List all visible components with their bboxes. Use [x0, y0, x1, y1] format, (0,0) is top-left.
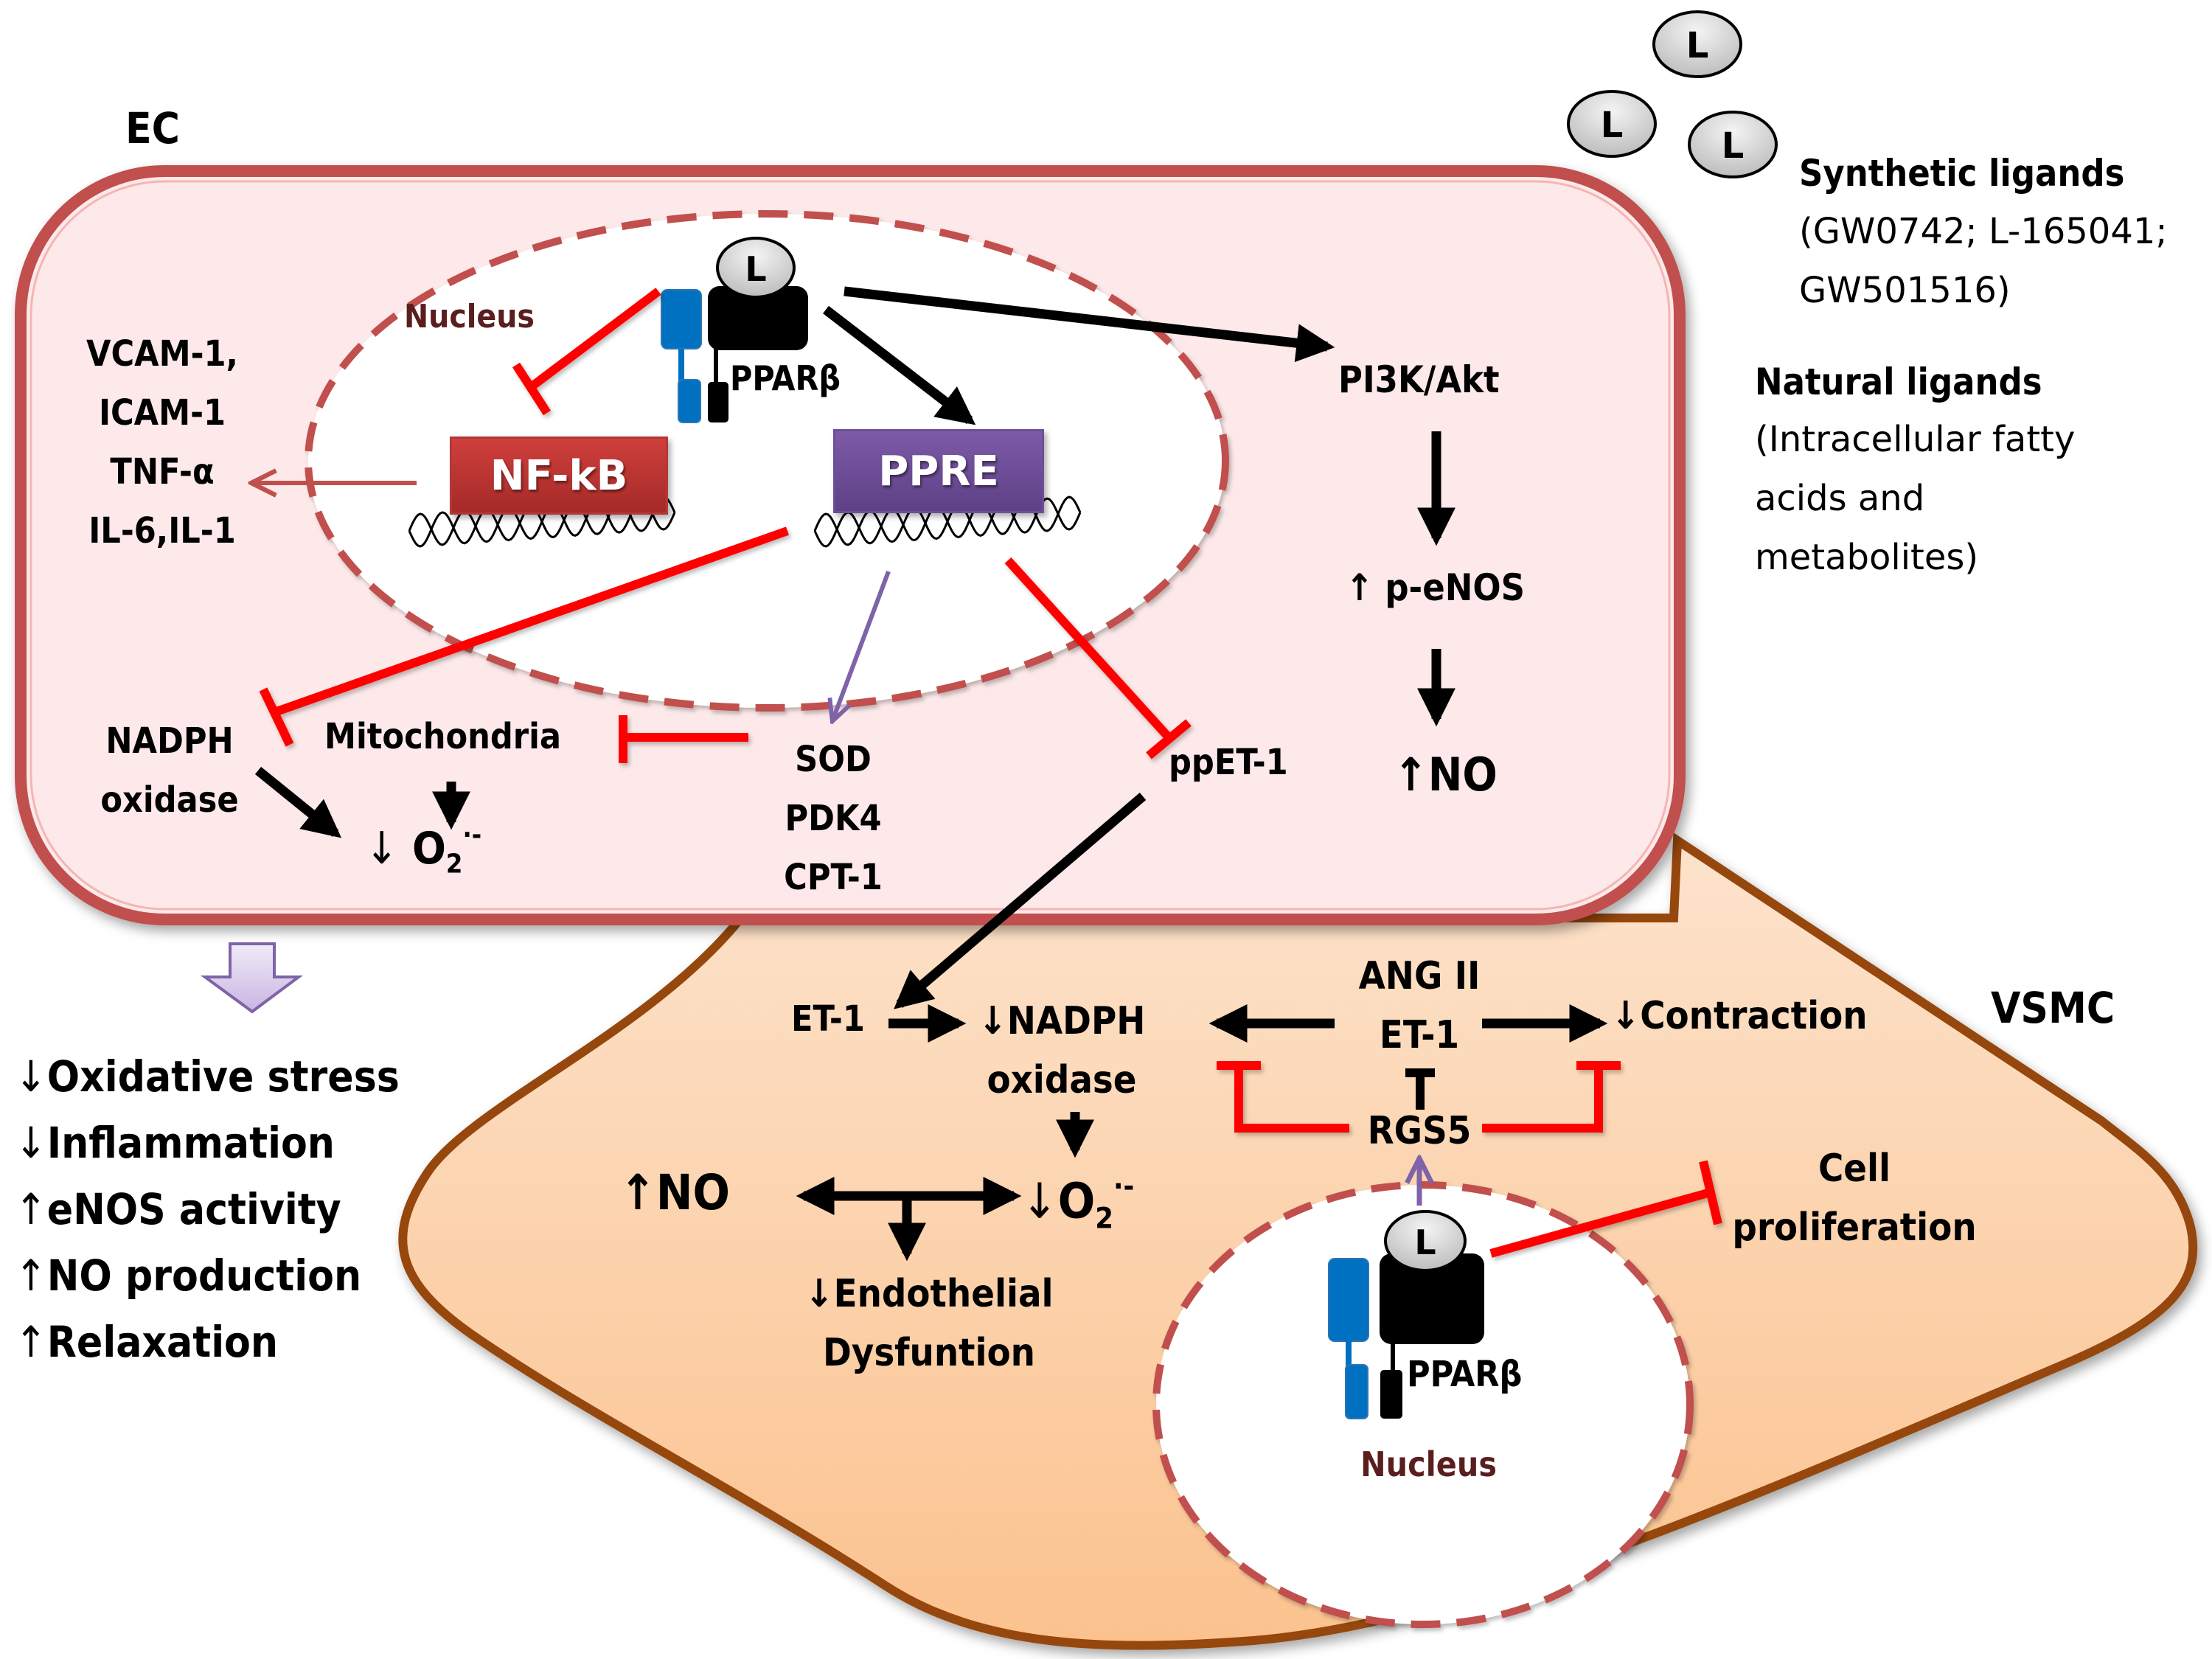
ppet1-label: ppET-1	[1169, 742, 1288, 783]
marker-item: ICAM-1	[98, 392, 226, 434]
superoxide-sup: ·-	[462, 820, 482, 850]
nfkb-box: NF-kB	[450, 437, 668, 515]
svg-text:L: L	[1686, 25, 1709, 66]
ang2-label: ANG II	[1358, 954, 1481, 998]
ec-no-label: ↑NO	[1394, 748, 1498, 801]
svg-text:L: L	[1414, 1222, 1436, 1262]
ppre-box: PPRE	[833, 429, 1044, 513]
inhibit-rgs5-nadph	[1217, 1061, 1349, 1133]
peNOS-label: ↑ p-eNOS	[1346, 566, 1526, 609]
superoxide-sub: 2	[1095, 1201, 1114, 1236]
marker-item: IL-6,IL-1	[88, 510, 236, 552]
ec-nadph-line2: oxidase	[100, 779, 239, 821]
vsmc-nucleus-label: Nucleus	[1360, 1444, 1497, 1484]
natural-ligands-title: Natural ligands	[1755, 361, 2042, 403]
proliferation-line1: Cell	[1818, 1147, 1891, 1191]
inhibit-rgs5-ang2	[1405, 1068, 1435, 1110]
arrow-ppet1-to-et1	[894, 793, 1147, 1009]
inhibit-ppar-proliferation	[1489, 1160, 1722, 1258]
ec-nucleus	[305, 210, 1229, 712]
synthetic-ligands-title: Synthetic ligands	[1799, 152, 2125, 195]
svg-text:L: L	[1601, 105, 1624, 146]
superoxide-sup: ·-	[1113, 1169, 1135, 1203]
gene-item: SOD	[795, 739, 872, 780]
free-ligand: L	[1567, 90, 1657, 158]
arrow-nadph-to-superoxide	[254, 766, 342, 838]
mitochondria-label: Mitochondria	[324, 716, 561, 757]
vsmc-et1-center: ET-1	[1379, 1013, 1460, 1057]
vsmc-no-label: ↑NO	[619, 1164, 730, 1221]
ec-nadph-line1: NADPH	[105, 720, 234, 762]
effect-item: ↓Inflammation	[15, 1118, 335, 1168]
inhibit-ppre-ppet1	[1004, 557, 1192, 759]
synthetic-ligands-line1: (GW0742; L-165041;	[1799, 211, 2168, 252]
down-arrow-icon: ↓	[365, 823, 399, 874]
contraction-label: ↓Contraction	[1611, 994, 1868, 1038]
rgs5-label: RGS5	[1367, 1109, 1472, 1153]
vsmc-cell-label: VSMC	[1991, 983, 2115, 1033]
gene-item: PDK4	[785, 798, 882, 839]
superoxide-base: O	[1057, 1172, 1096, 1230]
endo-line1: ↓Endothelial	[804, 1272, 1054, 1316]
nfkb-label: NF-kB	[490, 451, 628, 500]
effect-item: ↓Oxidative stress	[15, 1051, 400, 1102]
vsmc-nucleus	[1152, 1181, 1694, 1628]
ec-membrane-highlight	[29, 180, 1671, 911]
effect-item: ↑eNOS activity	[15, 1184, 341, 1234]
inhibit-ppar-nfkb	[512, 288, 661, 416]
effect-item: ↑Relaxation	[15, 1317, 279, 1367]
cell-proliferation: Cell proliferation	[1718, 1139, 1991, 1257]
gene-item: CPT-1	[784, 857, 883, 898]
svg-text:L: L	[745, 249, 766, 289]
endo-line2: Dysfuntion	[822, 1331, 1035, 1375]
vsmc-pparb-receptor-icon: L	[1328, 1210, 1484, 1419]
effect-item: ↑NO production	[15, 1251, 362, 1301]
marker-item: TNF-α	[110, 451, 215, 493]
vsmc-nadph-line1: ↓NADPH	[978, 999, 1146, 1043]
proliferation-line2: proliferation	[1732, 1206, 1977, 1250]
marker-item: VCAM-1,	[86, 333, 238, 375]
natural-ligands-line3: metabolites)	[1755, 537, 1979, 578]
natural-ligands-line1: (Intracellular fatty	[1755, 419, 2076, 460]
effects-list: ↓Oxidative stress ↓Inflammation ↑eNOS ac…	[15, 1043, 400, 1375]
pi3k-akt-label: PI3K/Akt	[1338, 358, 1500, 401]
arrow-ppre-to-genes	[833, 570, 891, 719]
vsmc-nadph-line2: oxidase	[987, 1058, 1137, 1102]
ppre-label: PPRE	[878, 447, 999, 495]
free-ligand: L	[1652, 10, 1742, 78]
dna-helix-icon	[408, 495, 1082, 548]
down-arrow-icon: ↓	[1021, 1172, 1058, 1230]
ec-pparb-receptor-icon: L	[661, 237, 808, 423]
inhibit-ppre-nadph	[259, 526, 789, 747]
vsmc-et1-left: ET-1	[791, 998, 865, 1040]
ec-pparb-label: PPARβ	[730, 358, 841, 398]
svg-text:L: L	[1722, 125, 1745, 167]
endothelial-dysfunction: ↓Endothelial Dysfuntion	[763, 1265, 1095, 1382]
inhibit-sod-mito	[619, 715, 748, 763]
arrow-ppar-to-ppre	[823, 305, 976, 425]
free-ligand: L	[1688, 111, 1778, 178]
natural-ligands-line2: acids and	[1755, 478, 1925, 519]
ec-nucleus-label: Nucleus	[404, 298, 535, 335]
ec-nadph-oxidase: NADPH oxidase	[77, 712, 262, 830]
superoxide-base: O	[412, 823, 446, 874]
vsmc-nadph-oxidase: ↓NADPH oxidase	[973, 992, 1150, 1110]
superoxide-sub: 2	[445, 849, 463, 880]
vsmc-superoxide: ↓O2·-	[1021, 1172, 1134, 1234]
synthetic-ligands-line2: GW501516)	[1799, 270, 2011, 311]
effects-down-arrow-icon	[200, 942, 304, 1014]
ec-superoxide: ↓ O2·-	[365, 822, 481, 878]
ppre-target-genes: SOD PDK4 CPT-1	[752, 730, 914, 907]
inhibit-rgs5-contraction	[1482, 1061, 1621, 1133]
ec-cell-label: EC	[125, 103, 180, 153]
arrow-ppar-to-pi3k	[844, 286, 1335, 363]
inflammatory-markers: VCAM-1, ICAM-1 TNF-α IL-6,IL-1	[70, 324, 254, 560]
vsmc-pparb-label: PPARβ	[1407, 1354, 1523, 1395]
